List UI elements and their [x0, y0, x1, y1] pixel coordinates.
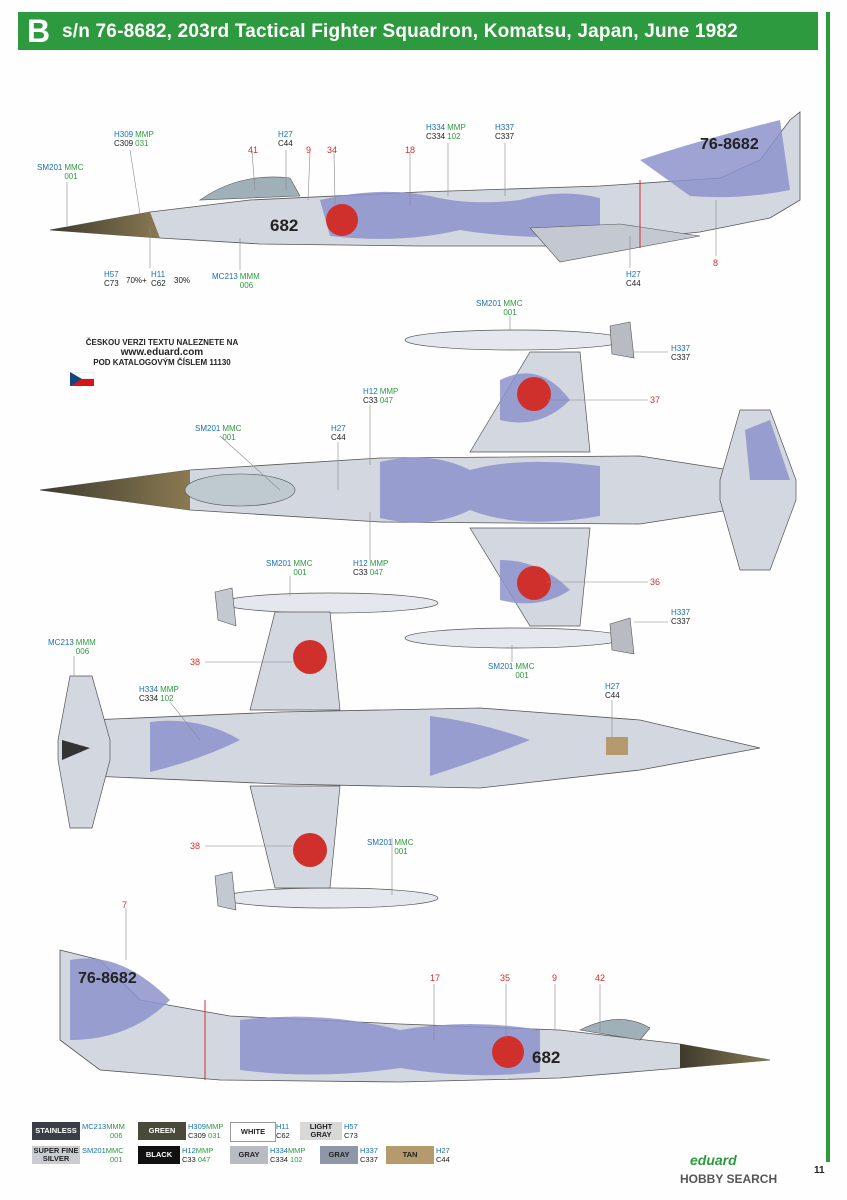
decal-number-18: 18	[405, 145, 416, 155]
nose-number-left: 682	[270, 216, 298, 235]
percent-a: 70%+	[126, 276, 147, 285]
czech-note-line1: ČESKOU VERZI TEXTU NALEZNETE NA	[85, 338, 239, 347]
decal-number-35: 35	[500, 973, 511, 983]
decal-number-9: 9	[306, 145, 312, 155]
side-profile-left: 76-8682 682	[49, 111, 801, 263]
decal-number-38b: 38	[190, 841, 201, 851]
swatch-black: BLACK	[138, 1146, 180, 1164]
decal-number-8: 8	[713, 258, 719, 268]
watermark: HOBBY SEARCH	[680, 1172, 778, 1186]
hinomaru-side-right	[492, 1036, 524, 1068]
czech-flag-icon	[70, 372, 94, 386]
nose-number-right: 682	[532, 1048, 560, 1067]
decal-number-42: 42	[595, 973, 606, 983]
scheme-letter: B	[27, 13, 51, 49]
swatch-light-gray: LIGHT GRAY	[300, 1122, 342, 1140]
decal-number-34: 34	[327, 145, 338, 155]
hinomaru-top-upper	[517, 377, 551, 411]
swatch-white: WHITE	[230, 1122, 276, 1142]
scheme-title: s/n 76-8682, 203rd Tactical Fighter Squa…	[62, 21, 738, 42]
decal-number-38a: 38	[190, 657, 201, 667]
side-bar	[826, 12, 830, 1162]
czech-note-url[interactable]: www.eduard.com	[120, 347, 204, 358]
page-number: 11	[814, 1165, 825, 1176]
swatch-stainless: STAINLESS	[32, 1122, 80, 1140]
top-view	[39, 321, 797, 655]
czech-note: ČESKOU VERZI TEXTU NALEZNETE NA www.edua…	[62, 338, 262, 386]
hinomaru-top-lower	[517, 566, 551, 600]
decal-number-36: 36	[650, 577, 661, 587]
decal-number-7: 7	[122, 900, 128, 910]
serial-tail-right: 76-8682	[78, 970, 137, 987]
eduard-logo: eduard	[690, 1152, 737, 1168]
swatch-green: GREEN	[138, 1122, 186, 1140]
decal-number-37: 37	[650, 395, 661, 405]
serial-tail-left: 76-8682	[700, 136, 759, 153]
swatch-super-fine-silver: SUPER FINE SILVER	[32, 1146, 80, 1164]
swatch-gray-337: GRAY	[320, 1146, 358, 1164]
hinomaru-bottom-lower	[293, 833, 327, 867]
leader-lines	[66, 143, 717, 1040]
percent-b: 30%	[174, 276, 191, 285]
decal-number-9b: 9	[552, 973, 558, 983]
decal-number-17: 17	[430, 973, 441, 983]
hinomaru-side	[326, 204, 358, 236]
czech-note-line2: POD KATALOGOVÝM ČÍSLEM 11130	[93, 358, 231, 367]
side-profile-right: 76-8682 682	[59, 949, 771, 1083]
swatch-tan: TAN	[386, 1146, 434, 1164]
swatch-gray-334: GRAY	[230, 1146, 268, 1164]
bottom-view	[57, 587, 761, 911]
header-bar: B s/n 76-8682, 203rd Tactical Fighter Sq…	[18, 12, 818, 50]
decal-number-41: 41	[248, 145, 259, 155]
hinomaru-bottom-upper	[293, 640, 327, 674]
